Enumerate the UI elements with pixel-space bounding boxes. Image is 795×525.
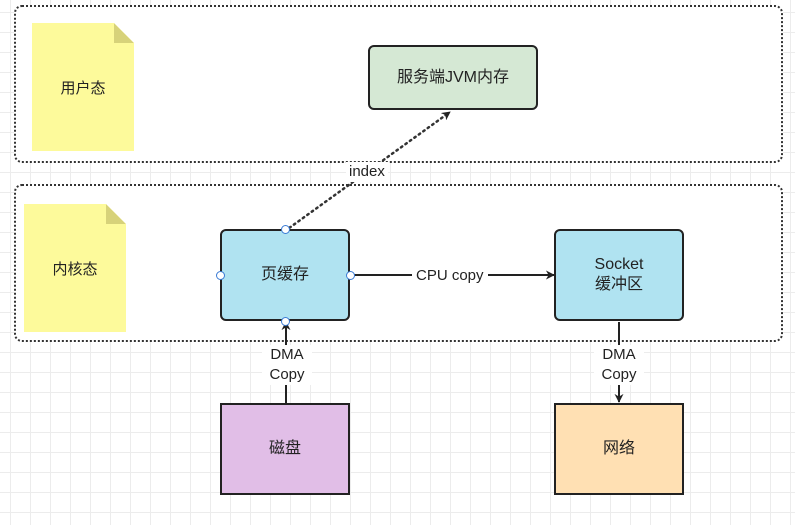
page-cache-port-bottom[interactable]: [281, 317, 290, 326]
dma-network-edge-label: DMA Copy: [594, 345, 644, 385]
socket-buffer-label-line2: 缓冲区: [594, 276, 643, 293]
page-cache-port-left[interactable]: [216, 271, 225, 280]
network-node[interactable]: 网络: [554, 403, 684, 495]
socket-buffer-label-line1: Socket: [594, 256, 644, 273]
dma-disk-label-line1: DMA: [270, 346, 304, 363]
cpu-copy-edge-label: CPU copy: [412, 266, 488, 286]
kernel-space-label: 内核态: [52, 260, 98, 278]
dma-network-label-line1: DMA: [602, 346, 636, 363]
disk-label: 磁盘: [268, 440, 301, 457]
page-cache-node[interactable]: 页缓存: [220, 229, 350, 321]
dma-disk-edge-label: DMA Copy: [262, 345, 312, 385]
dma-network-label-line2: Copy: [601, 366, 637, 383]
jvm-memory-label: 服务端JVM内存: [396, 68, 509, 86]
socket-buffer-node[interactable]: Socket 缓冲区: [554, 229, 684, 321]
network-label: 网络: [602, 440, 635, 457]
index-edge-label: index: [346, 162, 388, 182]
kernel-space-note[interactable]: 内核态: [24, 204, 126, 332]
page-cache-port-right[interactable]: [346, 271, 355, 280]
disk-node[interactable]: 磁盘: [220, 403, 350, 495]
user-space-label: 用户态: [60, 79, 106, 97]
page-cache-label: 页缓存: [260, 266, 309, 283]
page-cache-port-top[interactable]: [281, 225, 290, 234]
jvm-memory-node[interactable]: 服务端JVM内存: [368, 45, 538, 110]
dma-disk-label-line2: Copy: [269, 366, 305, 383]
